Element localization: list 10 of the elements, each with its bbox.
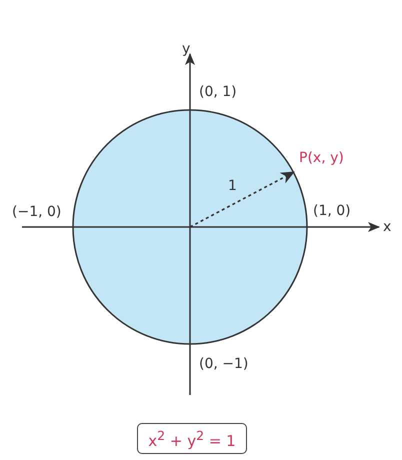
equation-box: x$^{2}$ + y$^{2}$ = 1 bbox=[137, 423, 247, 454]
coordinate-label: (−1, 0) bbox=[12, 205, 62, 219]
radius-arrow bbox=[190, 171, 295, 228]
edge-label: 1 bbox=[228, 179, 237, 193]
coordinate-label: (0, 1) bbox=[199, 85, 237, 99]
point-label: P(x, y) bbox=[294, 150, 366, 172]
axis-label: x bbox=[383, 220, 392, 234]
coordinate-label: (1, 0) bbox=[313, 204, 351, 218]
axis-label: y bbox=[182, 42, 190, 56]
coordinate-label: (0, −1) bbox=[199, 357, 248, 371]
